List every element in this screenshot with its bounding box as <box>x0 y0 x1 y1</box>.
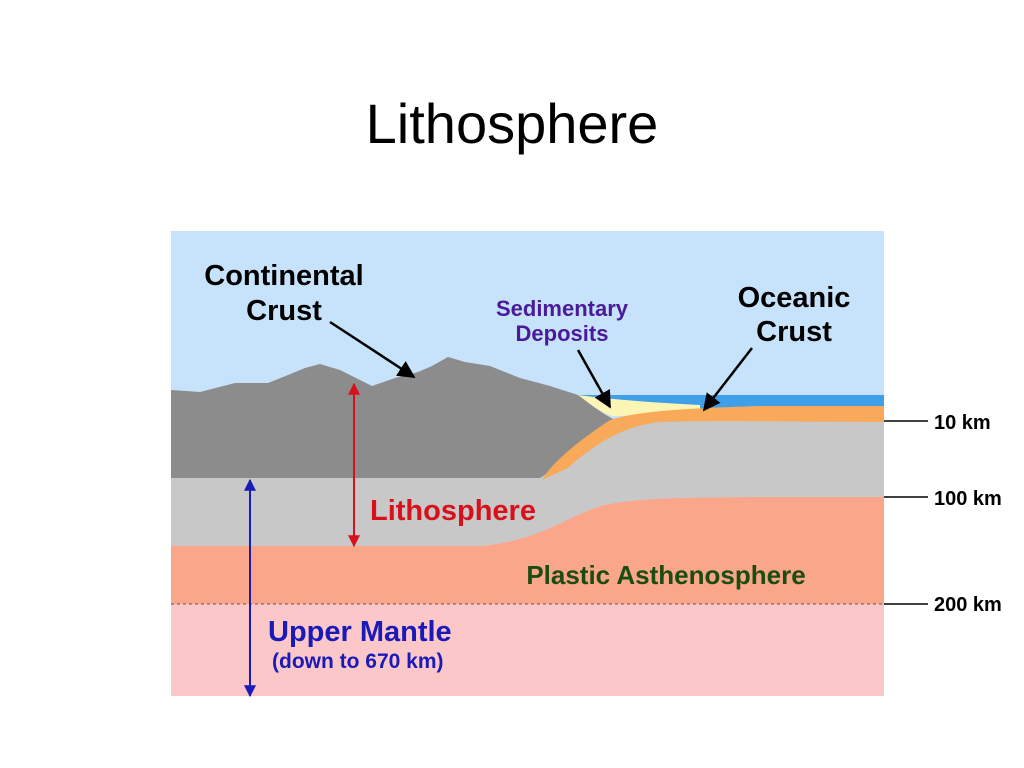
oceanic-crust-layer <box>542 406 884 480</box>
continental-crust-label-line1: Continental <box>204 260 364 292</box>
oceanic-crust-label-line2: Crust <box>756 316 832 348</box>
asthenosphere-label: Plastic Asthenosphere <box>526 560 805 590</box>
sedimentary-deposits-pointer-arrow <box>576 349 612 409</box>
oceanic-crust-pointer-arrow <box>702 347 753 412</box>
continental-crust-label-line2: Crust <box>246 295 322 327</box>
asthenosphere-layer <box>171 496 884 604</box>
sedimentary-deposits-label-line1: Sedimentary <box>496 296 629 321</box>
upper-mantle-label: Upper Mantle <box>268 616 452 648</box>
upper-mantle-note: (down to 670 km) <box>272 650 444 673</box>
oceanic-crust-label-line1: Oceanic <box>738 282 851 314</box>
depth-label-200km: 200 km <box>934 594 1002 616</box>
lithosphere-label: Lithosphere <box>370 495 536 527</box>
upper-mantle-layer <box>171 604 884 696</box>
depth-label-100km: 100 km <box>934 488 1002 510</box>
continental-crust-pointer-arrow <box>329 320 416 379</box>
depth-label-10km: 10 km <box>934 412 991 434</box>
slide-title: Lithosphere <box>365 92 659 155</box>
continental-crust-layer <box>171 357 620 478</box>
sedimentary-deposits-label-line2: Deposits <box>516 321 609 346</box>
